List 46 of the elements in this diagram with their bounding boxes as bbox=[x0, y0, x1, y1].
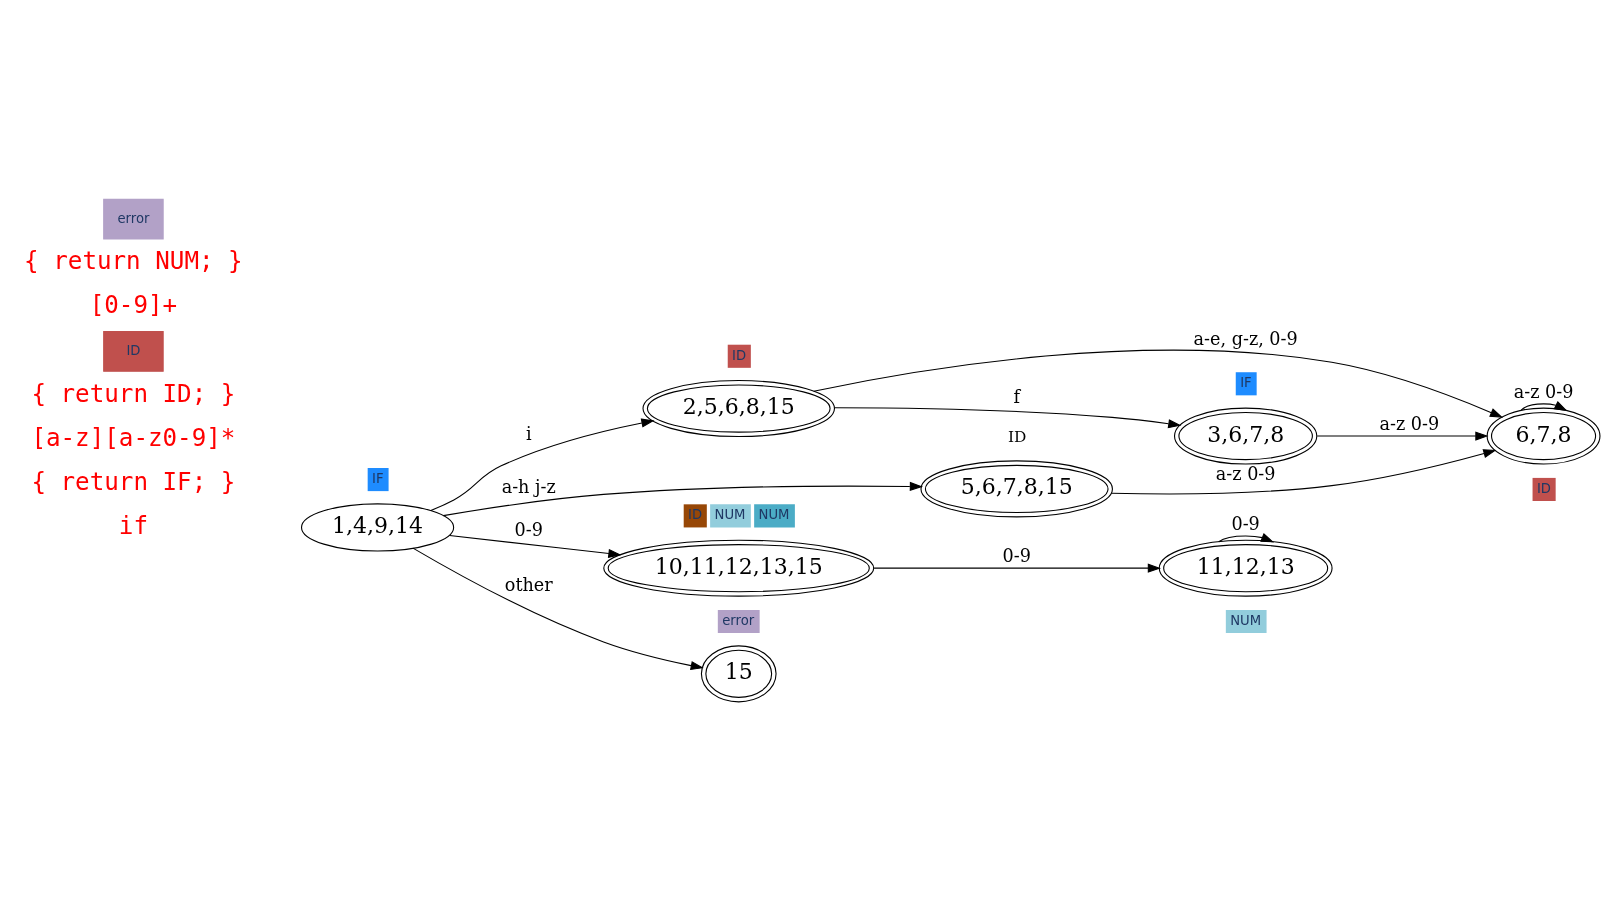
edge-label: 0-9 bbox=[1231, 513, 1260, 534]
label: ID bbox=[126, 342, 141, 358]
node-ellipse: 3,6,7,8 bbox=[1173, 407, 1318, 465]
arrow bbox=[1520, 400, 1568, 411]
label: if bbox=[118, 511, 148, 540]
node-label: ID bbox=[732, 347, 747, 363]
edge-label: a-e, g-z, 0-9 bbox=[1193, 327, 1298, 348]
node-label: NUM bbox=[758, 506, 790, 522]
node-ellipse: 10,11,12,13,15 bbox=[603, 539, 875, 597]
node-ellipse: 11,12,13 bbox=[1158, 539, 1333, 597]
label: [0-9]+ bbox=[89, 290, 178, 319]
arrow bbox=[430, 418, 655, 511]
node-ellipse: 1,4,9,14 bbox=[300, 502, 455, 552]
arrow bbox=[873, 563, 1161, 573]
edge-label: i bbox=[525, 423, 532, 444]
edge-label: a-z 0-9 bbox=[1215, 463, 1276, 484]
arrow bbox=[1316, 430, 1489, 441]
node-label: ID bbox=[1536, 480, 1551, 496]
label: { return IF; } bbox=[31, 467, 236, 496]
label: error bbox=[117, 210, 150, 226]
arrow bbox=[449, 534, 622, 558]
node-ellipse: 5,6,7,8,15 bbox=[920, 459, 1113, 517]
edge-label: 0-9 bbox=[1002, 545, 1031, 566]
label: [a-z][a-z0-9]* bbox=[31, 423, 236, 452]
edge-label: 0-9 bbox=[514, 519, 543, 540]
arrow bbox=[442, 481, 923, 516]
node-label: IF bbox=[1240, 374, 1252, 390]
arrow bbox=[412, 547, 704, 670]
arrow bbox=[833, 406, 1182, 428]
edge-label: a-z 0-9 bbox=[1513, 381, 1574, 402]
arrow bbox=[1218, 532, 1275, 542]
arrow bbox=[1110, 448, 1497, 495]
node-ellipse: 15 bbox=[700, 644, 777, 702]
node-label: ID bbox=[688, 506, 703, 522]
arrow bbox=[813, 349, 1504, 418]
edge-label: other bbox=[504, 574, 553, 595]
node-label: IF bbox=[372, 470, 384, 486]
node-label: NUM bbox=[1230, 612, 1262, 628]
label: { return NUM; } bbox=[24, 246, 243, 275]
node-label: NUM bbox=[714, 506, 746, 522]
node-label: ID bbox=[1007, 427, 1027, 446]
edge-label: a-h j-z bbox=[501, 476, 556, 497]
node-label: error bbox=[722, 612, 755, 628]
edge-label: f bbox=[1013, 386, 1020, 407]
edge-label: a-z 0-9 bbox=[1379, 413, 1440, 434]
label: { return ID; } bbox=[31, 379, 236, 408]
